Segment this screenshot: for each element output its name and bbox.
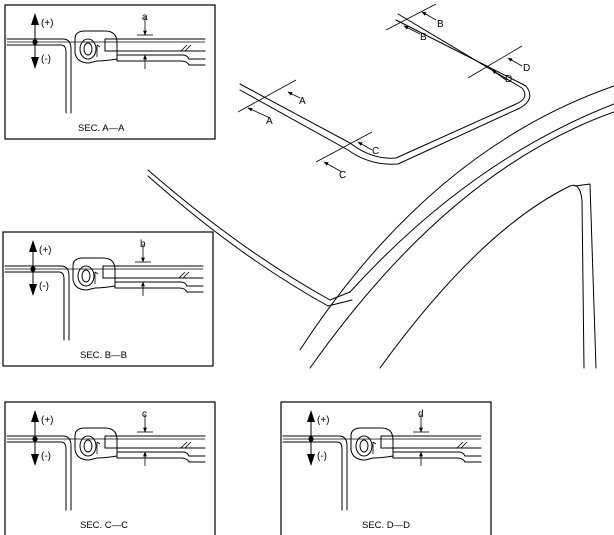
minus-label-b: (-) [39, 281, 49, 292]
callout-label-d-upper: D [523, 63, 530, 74]
section-caption-a: SEC. A—A [78, 123, 125, 134]
section-caption-d: SEC. D—D [362, 520, 410, 531]
section-panel-c [5, 402, 215, 535]
minus-label-c: (-) [41, 451, 51, 462]
callout-label-b-upper: B [437, 19, 444, 30]
gap-label-d: d [418, 409, 424, 420]
section-panel-b [3, 232, 213, 366]
gap-label-b: b [140, 239, 146, 250]
section-panel-a [5, 5, 215, 139]
section-panel-d [281, 402, 491, 535]
callout-label-d-lower: D [505, 74, 512, 85]
plus-label-a: (+) [41, 18, 54, 29]
callout-lines [237, 3, 523, 173]
plus-label-d: (+) [317, 415, 330, 426]
minus-label-a: (-) [41, 54, 51, 65]
callout-label-a-upper: A [299, 96, 306, 107]
gap-label-c: c [142, 409, 147, 420]
section-caption-b: SEC. B—B [80, 350, 127, 361]
callout-label-a-lower: A [266, 116, 273, 127]
callout-label-c-upper: C [372, 146, 379, 157]
plus-label-b: (+) [39, 245, 52, 256]
plus-label-c: (+) [41, 415, 54, 426]
callout-label-c-lower: C [339, 170, 346, 181]
gap-label-a: a [142, 12, 148, 23]
section-caption-c: SEC. C—C [80, 520, 128, 531]
callout-label-b-lower: B [420, 32, 427, 43]
minus-label-d: (-) [317, 451, 327, 462]
vehicle-roof-outline [147, 13, 614, 369]
